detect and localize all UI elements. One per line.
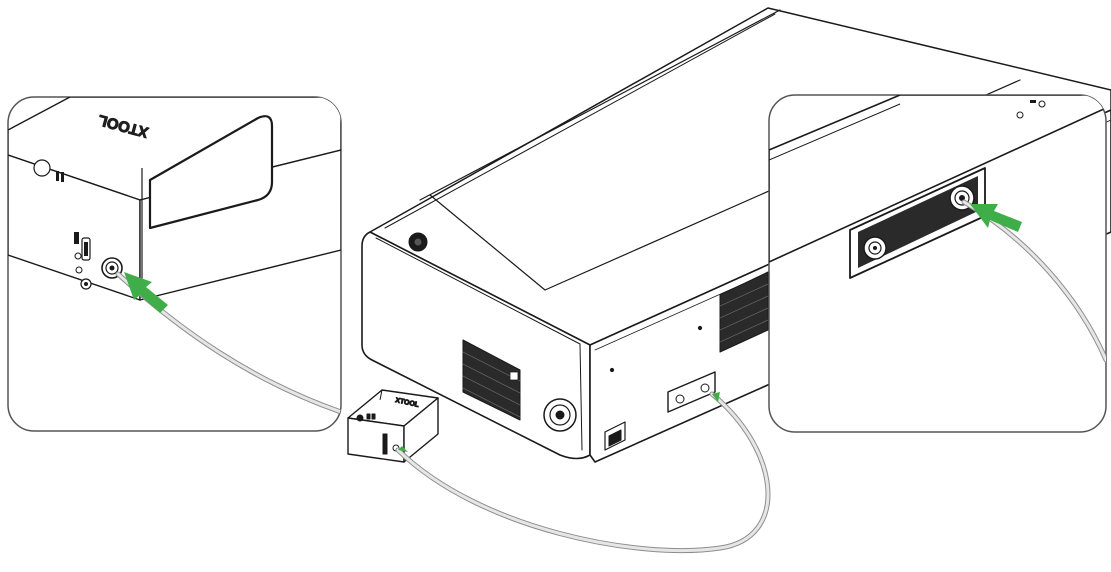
connector-arrow-icon xyxy=(124,272,168,313)
machine-connector-plate xyxy=(667,371,716,413)
air-assist-pump: XTOOL xyxy=(347,389,439,463)
front-round-port xyxy=(543,398,577,432)
connector-arrow-icon xyxy=(712,392,720,402)
front-vent-grille xyxy=(462,339,521,421)
connector-arrow-icon xyxy=(970,204,1022,232)
pump-side-panel xyxy=(148,115,274,230)
connector-arrow-icon xyxy=(398,446,408,452)
left-detail-inset: XTOOL xyxy=(7,96,342,432)
side-vent-grille xyxy=(719,271,769,353)
cable xyxy=(395,391,771,554)
pump-air-fitting xyxy=(101,257,123,279)
right-detail-inset xyxy=(768,94,1107,433)
power-switch xyxy=(604,421,626,451)
machine-front-face xyxy=(361,231,591,460)
pump-port-panel xyxy=(74,232,92,290)
